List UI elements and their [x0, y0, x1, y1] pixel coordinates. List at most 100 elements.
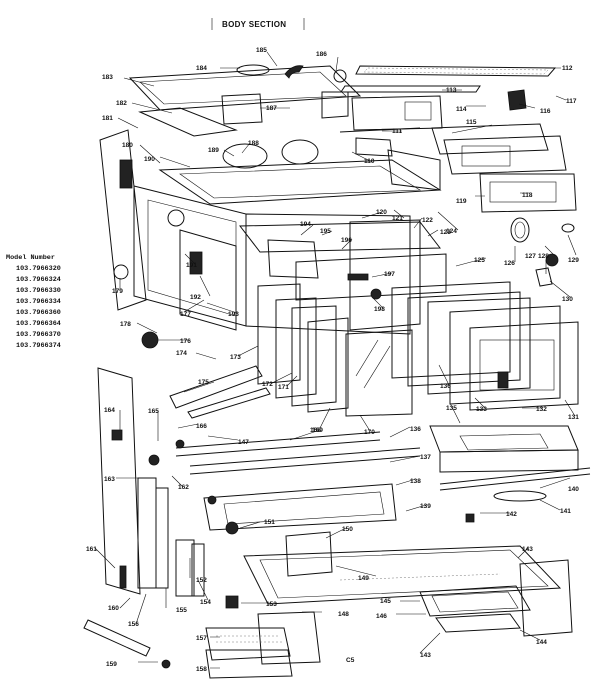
model-number: 103.7966374: [16, 342, 61, 350]
callout-label: 184: [196, 65, 207, 72]
callout-label: 165: [148, 408, 159, 415]
callout-label: 122: [422, 217, 433, 224]
callout-label: 111: [392, 128, 403, 135]
callout-label: 157: [196, 635, 207, 642]
callout-label: 137: [420, 454, 431, 461]
callout-label: 193: [228, 311, 239, 318]
callout-label: 133: [476, 406, 487, 413]
callout-label: 192: [190, 294, 201, 301]
section-title: BODY SECTION: [222, 20, 286, 29]
callout-label: 195: [320, 228, 331, 235]
callout-label: 127: [525, 253, 536, 260]
callout-label: 110: [364, 158, 375, 165]
callout-label: 175: [198, 379, 209, 386]
callout-label: 186: [316, 51, 327, 58]
callout-label: 177: [180, 311, 191, 318]
callout-label: 168: [310, 427, 321, 434]
callout-label: 121: [392, 215, 403, 222]
model-number: 103.7966360: [16, 309, 61, 317]
callout-labels: 185 186 184 183 112 117 182 113 187 114 …: [86, 47, 579, 673]
callout-label: 141: [560, 508, 571, 515]
callout-label: 136: [410, 426, 421, 433]
callout-label: 191: [186, 262, 197, 269]
callout-label: 124: [446, 228, 457, 235]
callout-label: 180: [122, 142, 133, 149]
callout-label: 187: [266, 105, 277, 112]
callout-label: 148: [338, 611, 349, 618]
callout-label: 142: [506, 511, 517, 518]
callout-label: 112: [562, 65, 573, 72]
callout-label: 188: [248, 140, 259, 147]
callout-label: 174: [176, 350, 187, 357]
callout-label: 185: [256, 47, 267, 54]
model-number: 103.7966324: [16, 276, 61, 284]
callout-label: 183: [102, 74, 113, 81]
callout-label: 164: [104, 407, 115, 414]
callout-label: 173: [230, 354, 241, 361]
callout-label: 171: [278, 384, 289, 391]
model-number: 103.7966364: [16, 320, 61, 328]
callout-label: 161: [86, 546, 97, 553]
callout-label: 144: [536, 639, 547, 646]
callout-label: 136: [440, 383, 451, 390]
callout-label: 153: [266, 601, 277, 608]
callout-label: 117: [566, 98, 577, 105]
callout-label: 169: [312, 427, 323, 434]
leader-lines: [94, 51, 577, 669]
callout-label: 131: [568, 414, 579, 421]
callout-label: 156: [128, 621, 139, 628]
callout-label: 162: [178, 484, 189, 491]
callout-label: 123: [440, 229, 451, 236]
callout-label: 189: [208, 147, 219, 154]
model-number: 103.7966370: [16, 331, 61, 339]
callout-label: 166: [196, 423, 207, 430]
callout-label: 155: [176, 607, 187, 614]
callout-label: 135: [446, 405, 457, 412]
callout-label: 145: [380, 598, 391, 605]
callout-label: 149: [358, 575, 369, 582]
callout-label: 143: [522, 546, 533, 553]
callout-label: 128: [538, 253, 549, 260]
model-number: 103.7966330: [16, 287, 61, 295]
page-code: C5: [346, 657, 355, 664]
callout-label: 120: [376, 209, 387, 216]
part-drawings: [83, 64, 591, 679]
callout-label: 158: [196, 666, 207, 673]
model-number: 103.7966320: [16, 265, 61, 273]
callout-label: 129: [568, 257, 579, 264]
callout-label: 159: [106, 661, 117, 668]
callout-label: 179: [112, 288, 123, 295]
callout-label: 151: [264, 519, 275, 526]
callout-label: 114: [456, 106, 467, 113]
callout-label: 116: [540, 108, 551, 115]
model-number-list: Model Number 103.7966320 103.7966324 103…: [6, 254, 61, 350]
callout-label: 176: [180, 338, 191, 345]
callout-label: 154: [200, 599, 211, 606]
callout-label: 119: [456, 198, 467, 205]
callout-label: 147: [238, 439, 249, 446]
callout-label: 132: [536, 406, 547, 413]
callout-label: 126: [504, 260, 515, 267]
callout-label: 150: [342, 526, 353, 533]
callout-label: 181: [102, 115, 113, 122]
callout-label: 178: [120, 321, 131, 328]
callout-label: 160: [108, 605, 119, 612]
callout-label: 182: [116, 100, 127, 107]
callout-label: 130: [562, 296, 573, 303]
callout-label: 170: [364, 429, 375, 436]
callout-label: 138: [410, 478, 421, 485]
callout-label: 197: [384, 271, 395, 278]
callout-label: 190: [144, 156, 155, 163]
callout-label: 198: [374, 306, 385, 313]
callout-label: 139: [420, 503, 431, 510]
callout-label: 194: [300, 221, 311, 228]
callout-label: 113: [446, 87, 457, 94]
callout-label: 143: [420, 652, 431, 659]
model-number-heading: Model Number: [6, 254, 55, 262]
callout-label: 196: [341, 237, 352, 244]
callout-label: 118: [522, 192, 533, 199]
model-number: 103.7966334: [16, 298, 61, 306]
callout-label: 146: [376, 613, 387, 620]
callout-label: 163: [104, 476, 115, 483]
